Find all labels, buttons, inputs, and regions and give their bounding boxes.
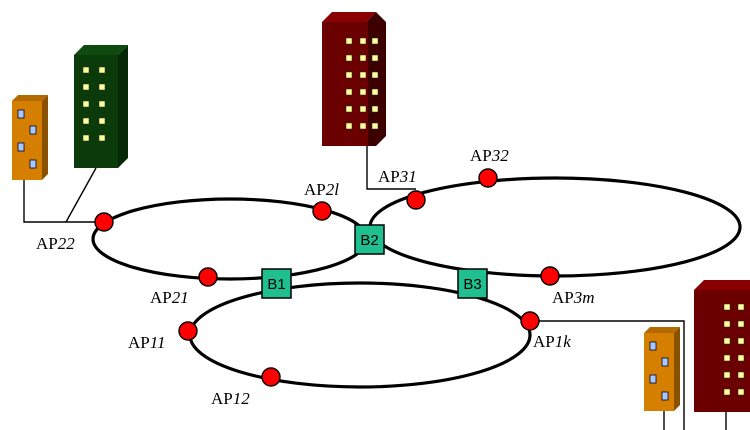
access-point-ap1k-icon[interactable] <box>520 311 540 331</box>
access-point-ap31-icon[interactable] <box>406 190 426 210</box>
ring-3 <box>368 176 742 278</box>
building-maroon-top-icon <box>322 12 386 146</box>
access-point-ap22-icon[interactable] <box>94 212 114 232</box>
bridge-icon <box>261 268 292 299</box>
access-point-ap3m-icon[interactable] <box>540 266 560 286</box>
building-links <box>23 146 727 430</box>
building-orange-right-icon <box>644 327 680 411</box>
access-point-ap32-icon[interactable] <box>478 168 498 188</box>
building-maroon-right-icon <box>694 280 750 412</box>
bridge-label: B3 <box>463 276 481 293</box>
access-point-ap11-icon[interactable] <box>178 321 198 341</box>
building-orange-left-icon <box>12 95 48 180</box>
bridge-b2[interactable]: B2 <box>354 224 385 255</box>
ap11-label: AP11 <box>128 333 165 352</box>
ap1k-label: AP1k <box>533 332 571 351</box>
access-point-ap2l-icon[interactable] <box>312 201 332 221</box>
ap21-label: AP21 <box>150 288 189 307</box>
bridge-label: B2 <box>360 232 378 249</box>
access-point-ap21-icon[interactable] <box>198 267 218 287</box>
bridge-icon <box>354 224 385 255</box>
bridge-label: B1 <box>267 276 285 293</box>
ap2l-label: AP2l <box>304 180 339 199</box>
access-point-ap12-icon[interactable] <box>261 367 281 387</box>
ap22-label: AP22 <box>36 234 75 253</box>
ap31-label: AP31 <box>378 167 417 186</box>
bridge-icon <box>457 268 488 299</box>
ap3m-label: AP3m <box>552 288 595 307</box>
ap32-label: AP32 <box>470 146 509 165</box>
building-green-icon <box>74 45 128 168</box>
bridge-b1[interactable]: B1 <box>261 268 292 299</box>
bridge-b3[interactable]: B3 <box>457 268 488 299</box>
ap12-label: AP12 <box>211 389 250 408</box>
